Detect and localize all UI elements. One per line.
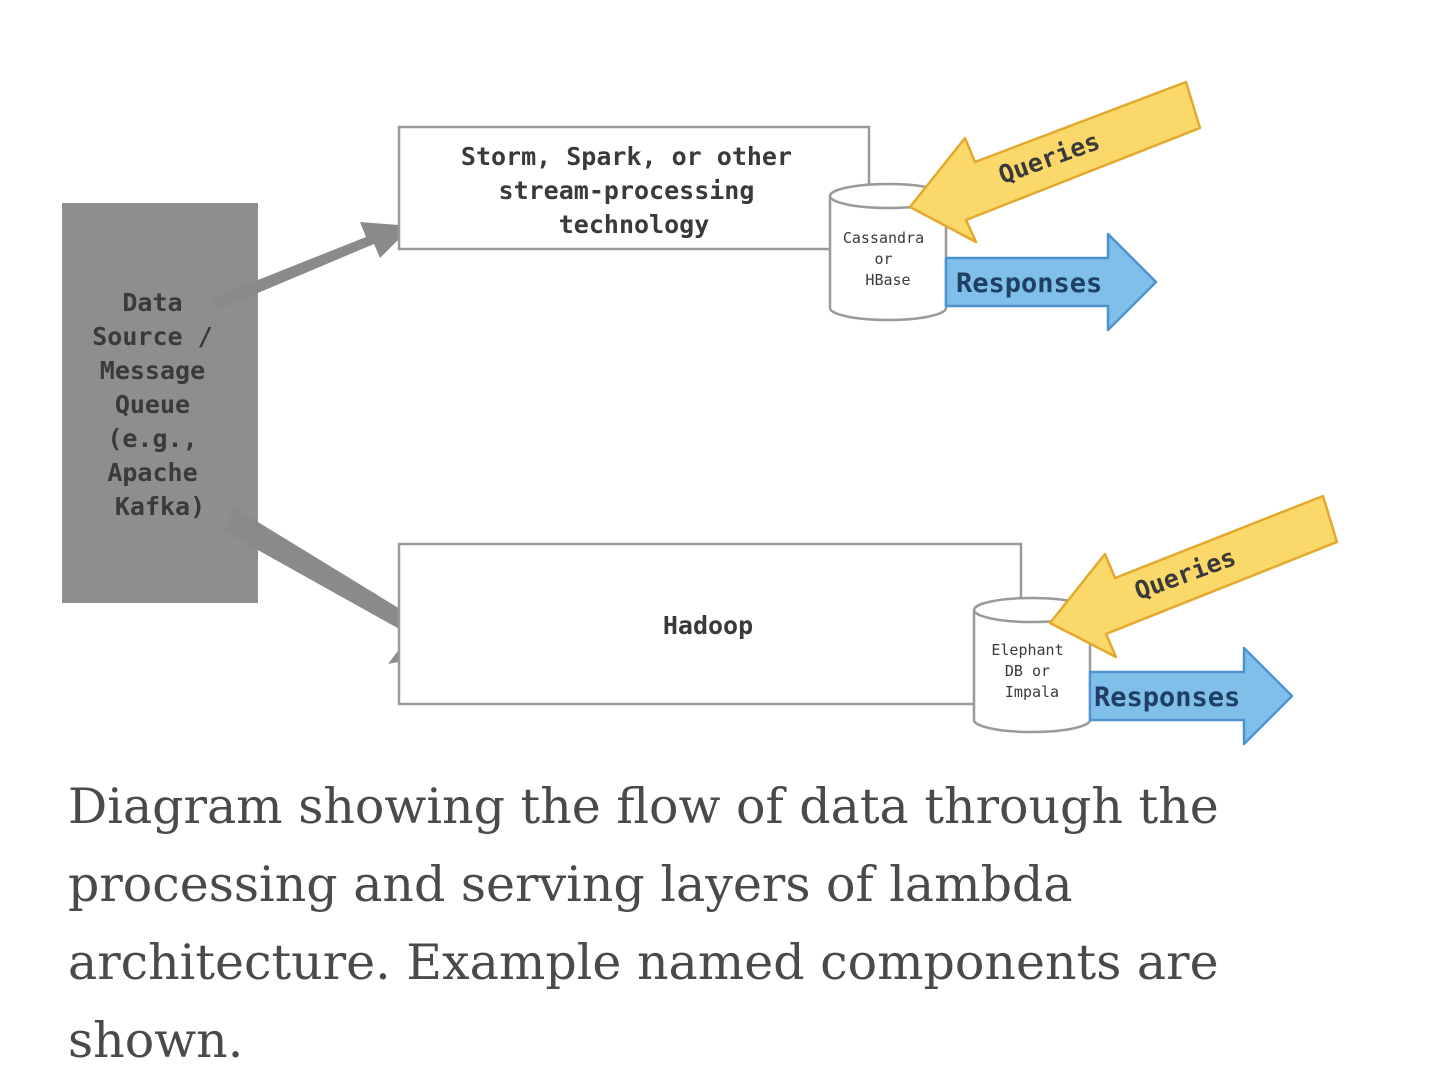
batch-serving-db: Elephant DB or Impala xyxy=(972,596,1092,734)
speed-db-label: Cassandra or HBase xyxy=(843,229,933,289)
batch-layer-flow-arrow xyxy=(222,508,452,664)
batch-db-label: Elephant DB or Impala xyxy=(991,641,1072,701)
cassandra-cylinder-icon xyxy=(828,196,948,322)
stream-processing-node: Storm, Spark, or other stream-processing… xyxy=(397,125,871,251)
data-source-label: Data Source / Message Queue (e.g., Apach… xyxy=(92,288,227,521)
speed-serving-db: Cassandra or HBase xyxy=(828,182,948,322)
speed-responses-label: Responses xyxy=(956,268,1102,299)
speed-queries-arrow: Queries xyxy=(908,80,1202,244)
batch-queries-arrow: Queries xyxy=(1048,494,1339,659)
batch-responses-arrow: Responses xyxy=(1088,646,1294,746)
hadoop-label: Hadoop xyxy=(663,611,753,640)
speed-layer-flow-arrow xyxy=(210,222,412,309)
stream-processing-label: Storm, Spark, or other stream-processing… xyxy=(461,142,807,239)
lambda-architecture-diagram: Data Source / Message Queue (e.g., Apach… xyxy=(62,80,1339,746)
batch-responses-label: Responses xyxy=(1094,682,1240,713)
data-source-box xyxy=(62,203,258,603)
data-source-node: Data Source / Message Queue (e.g., Apach… xyxy=(62,203,258,603)
hadoop-box xyxy=(397,542,1023,706)
speed-responses-arrow: Responses xyxy=(944,232,1158,332)
figure-caption: Diagram showing the flow of data through… xyxy=(68,778,1219,1069)
hadoop-node: Hadoop xyxy=(397,542,1023,706)
elephant-db-cylinder-icon xyxy=(972,610,1092,734)
stream-processing-box xyxy=(397,125,871,251)
